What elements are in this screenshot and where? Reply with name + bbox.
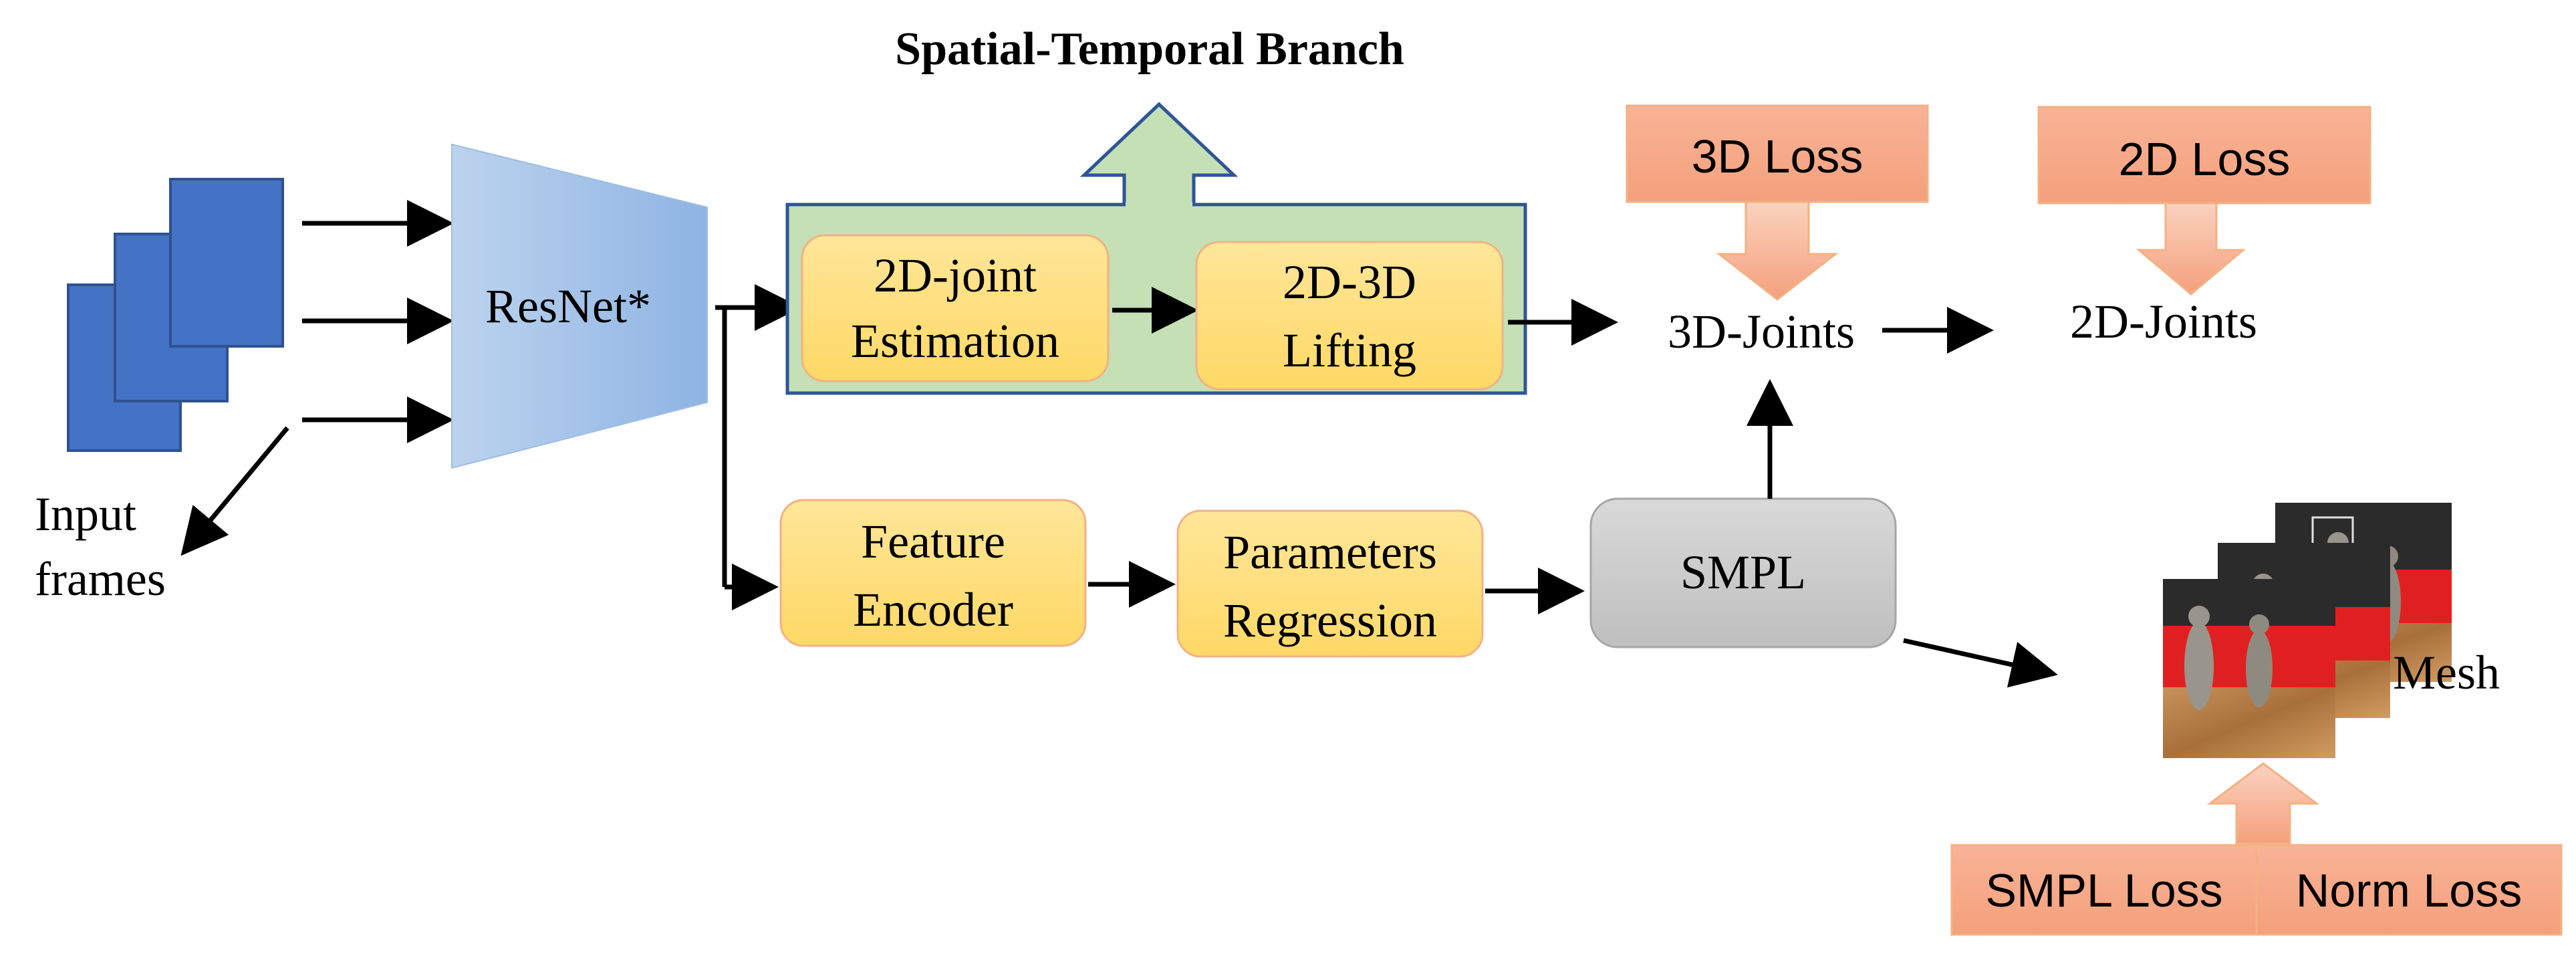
arrow-to-input-label: [180, 426, 289, 556]
feature-encoder-box: [779, 499, 1087, 647]
mesh-render-stack: [2163, 503, 2452, 758]
loss2d-label: 2D Loss: [2119, 133, 2291, 185]
smpl-label: SMPL: [1680, 546, 1806, 599]
joint2d-line1: 2D-joint: [874, 249, 1037, 302]
joints2d-label: 2D-Joints: [2070, 295, 2257, 348]
loss3d-arrow: [1716, 201, 1839, 301]
mesh-label: Mesh: [2393, 646, 2500, 699]
branch-up-arrow: [1079, 102, 1239, 207]
smpl-loss-box: [1950, 844, 2258, 936]
input-frames-label-line1: Input: [35, 487, 136, 541]
joint2d-line2: Estimation: [851, 314, 1059, 368]
loss3d-label: 3D Loss: [1692, 130, 1863, 183]
norm-loss-label: Norm Loss: [2296, 864, 2522, 917]
resnet-block: [451, 143, 708, 469]
arrow-smpl-to-mesh: [1903, 638, 2058, 688]
resnet-label: ResNet*: [485, 279, 651, 333]
lifting-line2: Lifting: [1283, 324, 1416, 377]
regression-line2: Regression: [1223, 594, 1437, 647]
loss3d-box: [1626, 104, 1929, 203]
mesh-frame-front: [2163, 579, 2335, 758]
mesh-loss-arrow: [2206, 762, 2320, 845]
input-frames-stack: [67, 178, 284, 452]
loss2d-box: [2037, 106, 2371, 205]
regression-line1: Parameters: [1223, 525, 1437, 579]
parameters-regression-box: [1176, 509, 1484, 658]
frame-front: [169, 178, 284, 348]
lifting-line1: 2D-3D: [1283, 255, 1416, 309]
joints3d-label: 3D-Joints: [1668, 305, 1855, 358]
encoder-line2: Encoder: [853, 583, 1013, 636]
branch-title: Spatial-Temporal Branch: [895, 23, 1404, 75]
input-frames-label-line2: frames: [35, 552, 166, 606]
norm-loss-box: [2255, 844, 2563, 936]
smpl-loss-label: SMPL Loss: [1985, 864, 2222, 917]
lifting-box: [1195, 241, 1504, 390]
encoder-line1: Feature: [861, 515, 1005, 568]
joint2d-estimation-box: [801, 234, 1110, 382]
loss2d-arrow: [2136, 202, 2246, 295]
smpl-box: [1589, 497, 1897, 648]
